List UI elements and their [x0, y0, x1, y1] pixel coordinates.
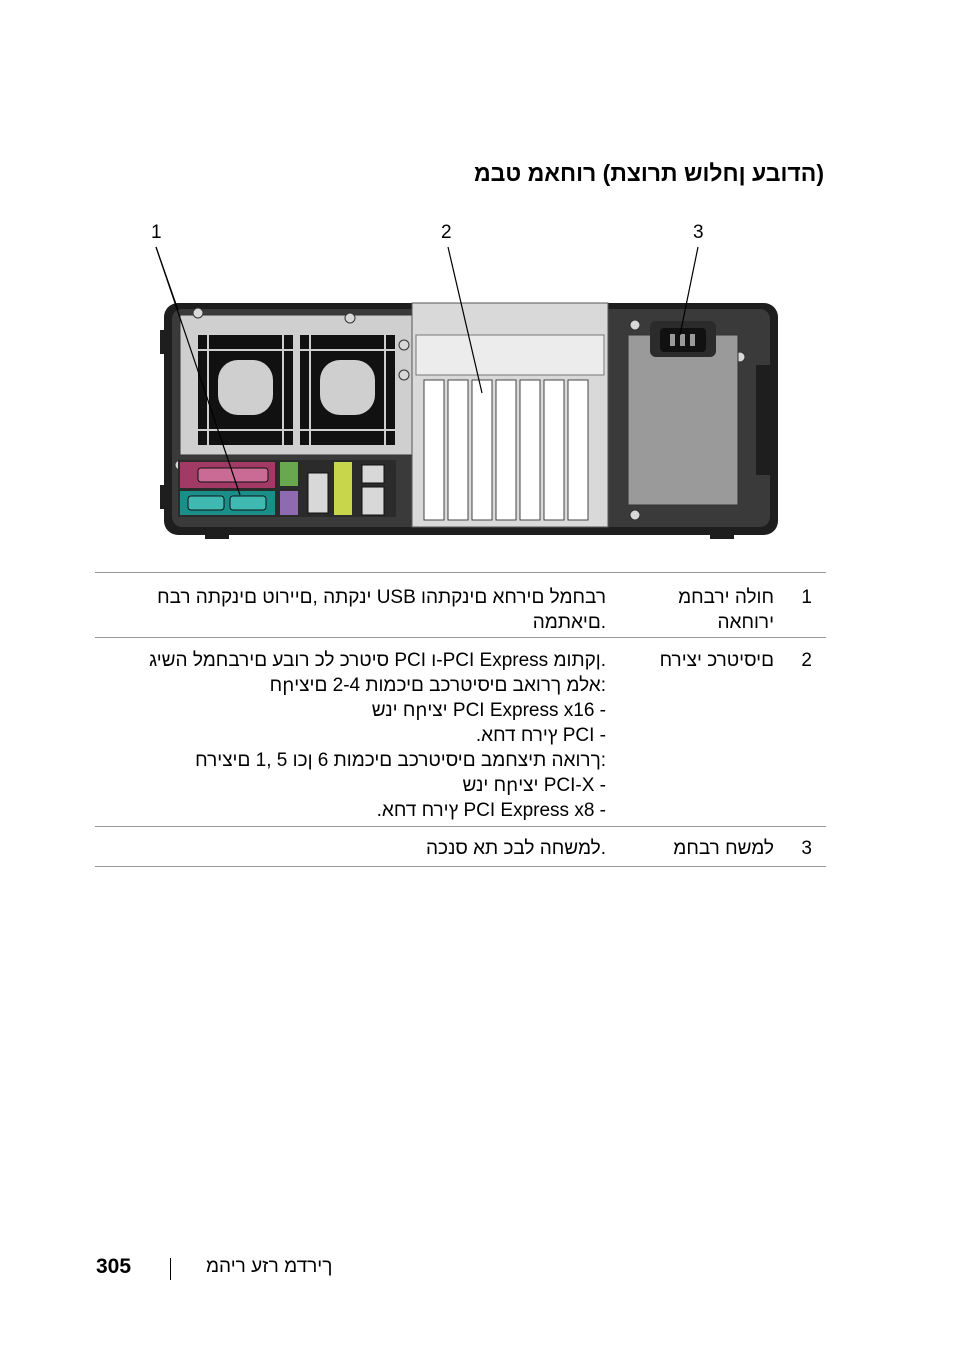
- row-description: רבחמל םירחא םינקתהו USB ינקתה ,םיירוט םי…: [157, 587, 606, 633]
- row-description: .ןקתומ PCI Express-ו PCI סיטרכ לכ רובע ם…: [149, 650, 606, 821]
- row-term: חולה ירבחמ ירוחאה: [678, 587, 774, 633]
- row-number: 3: [801, 838, 812, 859]
- row-term: םיסיטרכ יצירח: [659, 650, 774, 671]
- callout-1: 1: [151, 222, 162, 243]
- footer-divider: [170, 1258, 171, 1280]
- table-row: 1 חולה ירבחמ ירוחאה רבחמל םירחא םינקתהו …: [95, 572, 826, 637]
- computer-back-panel-illustration: [155, 246, 778, 539]
- table-row: 2 םיסיטרכ יצירח .ןקתומ PCI Express-ו PCI…: [95, 637, 826, 826]
- legend-table: 1 חולה ירבחמ ירוחאה רבחמל םירחא םינקתהו …: [95, 572, 826, 867]
- callout-2: 2: [441, 222, 452, 243]
- row-number: 1: [801, 587, 812, 608]
- row-term: למשח רבחמ: [673, 838, 774, 859]
- page-number: 305: [96, 1255, 132, 1278]
- row-description: .למשחה לבכ תא סנכה: [425, 838, 606, 859]
- row-number: 2: [801, 650, 812, 671]
- footer-title: ךירדמ רזע ריהמ: [206, 1256, 333, 1277]
- table-row: 3 למשח רבחמ .למשחה לבכ תא סנכה: [95, 826, 826, 867]
- callout-3: 3: [693, 222, 704, 243]
- page-title: (הדובע ןחלוש תרוצת) רוחאמ טבמ: [473, 160, 824, 186]
